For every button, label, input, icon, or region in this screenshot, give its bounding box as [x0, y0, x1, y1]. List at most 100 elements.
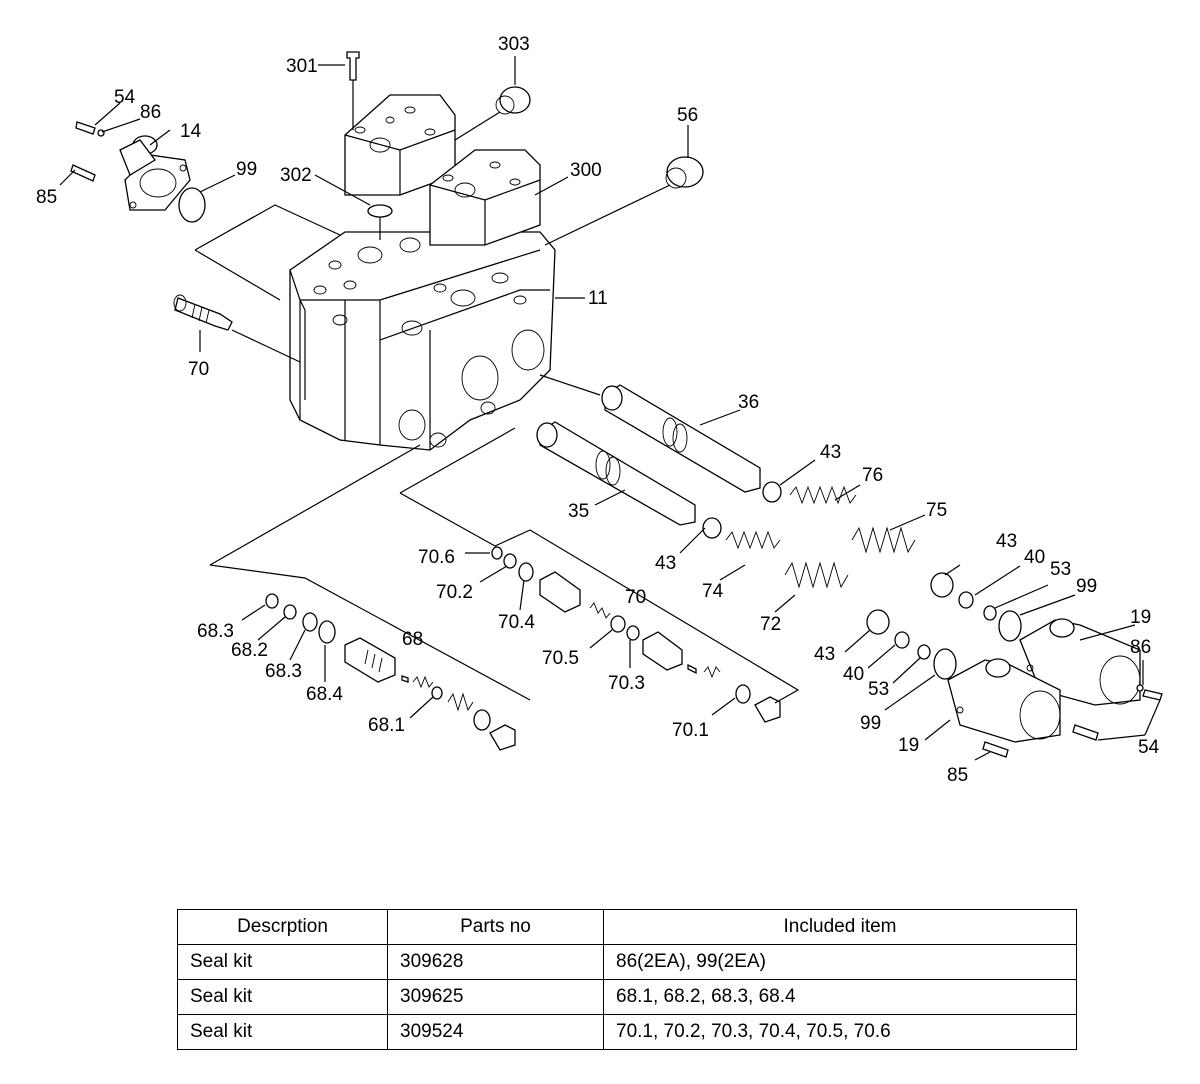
callout-43: 43: [820, 442, 841, 463]
bolt-54-right-b: [1072, 724, 1099, 741]
bolt-85: [70, 164, 96, 182]
end-cap-19-lower: [947, 658, 1061, 743]
table-header-row: Descrption Parts no Included item: [177, 909, 1077, 945]
callout-43: 43: [655, 553, 676, 574]
oring-53-b: [917, 644, 931, 660]
callout-70-1: 70.1: [672, 720, 709, 741]
callout-43: 43: [814, 644, 835, 665]
header-description: Descrption: [177, 909, 388, 945]
table-row: Seal kit 309524 70.1, 70.2, 70.3, 70.4, …: [177, 1014, 1077, 1050]
callout-54: 54: [114, 87, 136, 108]
oring-99-b: [933, 648, 957, 680]
callout-68-3: 68.3: [197, 621, 234, 642]
callout-72: 72: [760, 614, 781, 635]
callout-19: 19: [898, 735, 919, 756]
callout-19: 19: [1130, 607, 1151, 628]
callout-301: 301: [286, 56, 318, 77]
oring-40-b: [894, 631, 910, 649]
callout-70-3: 70.3: [608, 673, 645, 694]
bolt-301: [346, 51, 360, 130]
callout-70-2: 70.2: [436, 582, 473, 603]
seat-43-d: [866, 609, 890, 635]
callout-74: 74: [702, 581, 724, 602]
callout-53: 53: [868, 679, 889, 700]
header-parts-no: Parts no: [387, 909, 604, 945]
cell-parts-no: 309628: [387, 944, 604, 980]
callout-70-5: 70.5: [542, 648, 579, 669]
callout-99: 99: [236, 159, 257, 180]
spool-36: [601, 384, 761, 493]
washer-86-right: [1136, 684, 1144, 692]
cell-parts-no: 309524: [387, 1014, 604, 1050]
spool-35: [536, 421, 696, 526]
valve-68-group: [265, 593, 516, 751]
callout-36: 36: [738, 392, 759, 413]
cell-description: Seal kit: [177, 944, 388, 980]
seal-kit-table: Descrption Parts no Included item Seal k…: [177, 909, 1077, 1050]
plug-56: [544, 156, 704, 246]
callout-14: 14: [180, 121, 202, 142]
seat-43-b: [702, 517, 722, 539]
callout-68-2: 68.2: [231, 640, 268, 661]
callout-11: 11: [588, 288, 608, 309]
cell-description: Seal kit: [177, 1014, 388, 1050]
cell-included-item: 70.1, 70.2, 70.3, 70.4, 70.5, 70.6: [603, 1014, 1077, 1050]
callout-99: 99: [1076, 576, 1097, 597]
callout-86: 86: [1130, 637, 1151, 658]
leader-lines: [59, 56, 1161, 761]
end-cover-14: [119, 135, 191, 211]
callout-85: 85: [36, 187, 57, 208]
bolt-54: [75, 121, 96, 135]
callout-70-4: 70.4: [498, 612, 535, 633]
end-cap-19-upper: [1019, 618, 1141, 706]
callout-75: 75: [926, 500, 947, 521]
callout-labels: 301 303 54 86 14 99 85 302 300 56 11 70 …: [36, 34, 1160, 786]
seat-43-a: [762, 481, 782, 503]
bolt-54-right-a: [1142, 689, 1163, 701]
cell-included-item: 86(2EA), 99(2EA): [603, 944, 1077, 980]
exploded-parts-diagram: 301 303 54 86 14 99 85 302 300 56 11 70 …: [36, 34, 1163, 786]
callout-35: 35: [568, 501, 589, 522]
callout-68-3: 68.3: [265, 661, 302, 682]
callout-68: 68: [402, 629, 423, 650]
cell-parts-no: 309625: [387, 979, 604, 1015]
spring-72: [784, 561, 849, 589]
valve-body: [289, 231, 556, 451]
oring-99-a: [998, 610, 1022, 642]
plug-303: [454, 86, 531, 141]
cell-included-item: 68.1, 68.2, 68.3, 68.4: [603, 979, 1077, 1015]
table-row: Seal kit 309628 86(2EA), 99(2EA): [177, 944, 1077, 980]
callout-40: 40: [1024, 547, 1045, 568]
oring-302: [367, 204, 393, 240]
bolt-85-right: [982, 741, 1009, 758]
callout-86: 86: [140, 102, 161, 123]
callout-70: 70: [188, 359, 209, 380]
spring-75: [851, 526, 916, 554]
callout-303: 303: [498, 34, 530, 55]
relief-valve-70: [173, 294, 301, 363]
oring-40-a: [958, 591, 974, 609]
callout-76: 76: [862, 465, 883, 486]
callout-40: 40: [843, 664, 864, 685]
top-cover-300: [344, 94, 456, 196]
callout-43: 43: [996, 531, 1017, 552]
callout-300: 300: [570, 160, 602, 181]
callout-70: 70: [625, 587, 646, 608]
callout-99: 99: [860, 713, 881, 734]
header-included-item: Included item: [603, 909, 1077, 945]
cell-description: Seal kit: [177, 979, 388, 1015]
callout-54: 54: [1138, 737, 1160, 758]
callout-70-6: 70.6: [418, 547, 455, 568]
callout-53: 53: [1050, 559, 1071, 580]
spring-74: [725, 530, 781, 550]
seat-43-c: [930, 572, 954, 598]
oring-53-a: [983, 605, 997, 621]
callout-56: 56: [677, 105, 698, 126]
washer-86: [97, 129, 105, 137]
callout-68-1: 68.1: [368, 715, 405, 736]
callout-68-4: 68.4: [306, 684, 343, 705]
callout-85: 85: [947, 765, 968, 786]
oring-99-left: [178, 187, 206, 223]
valve-70-group: [491, 546, 781, 723]
top-cover-300b: [429, 149, 541, 246]
